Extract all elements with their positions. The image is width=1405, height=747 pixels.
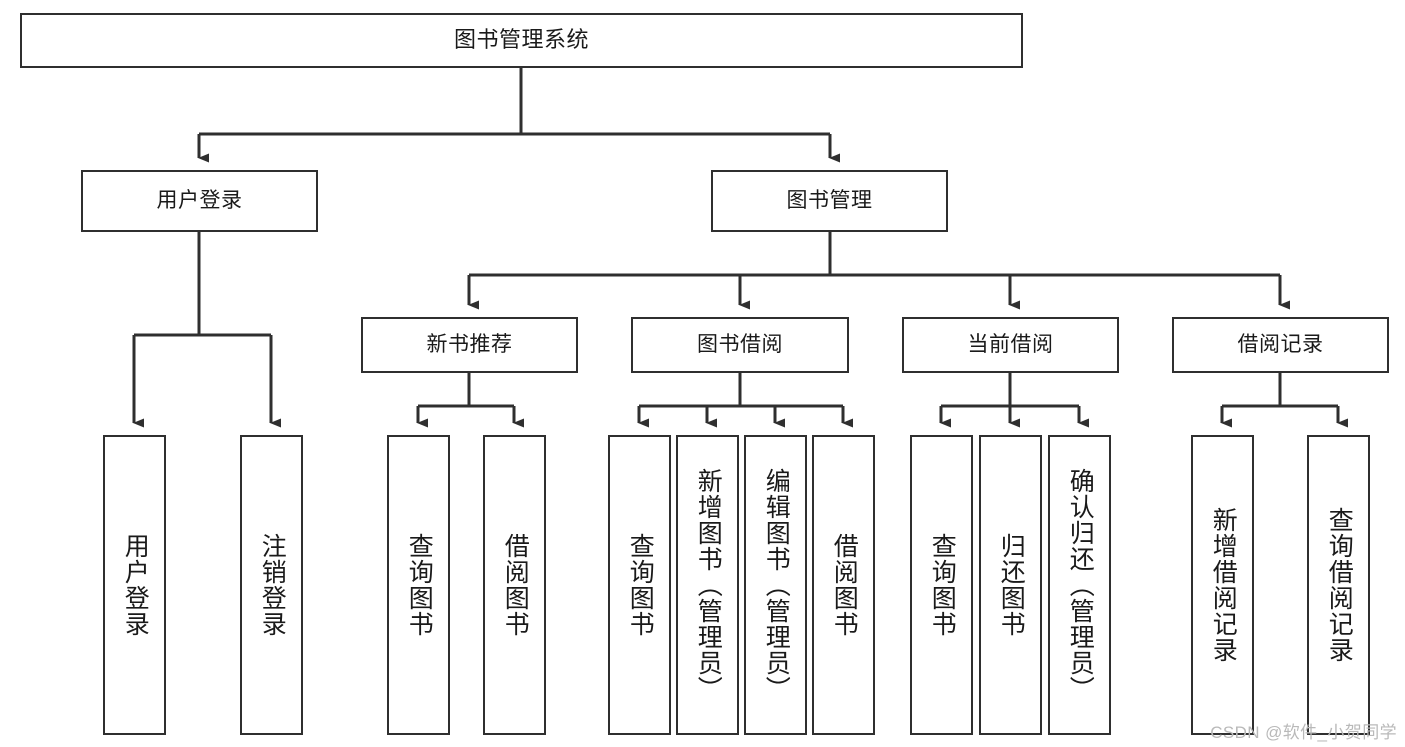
node-leaf-borrow-book-1[interactable]: 借阅图书 bbox=[483, 435, 546, 735]
node-new-book-recommend-label: 新书推荐 bbox=[426, 333, 513, 357]
node-leaf-edit-book[interactable]: 编辑图书（管理员） bbox=[744, 435, 807, 735]
node-user-login[interactable]: 用户登录 bbox=[81, 170, 318, 232]
node-leaf-query-book-3[interactable]: 查询图书 bbox=[910, 435, 973, 735]
node-current-borrow[interactable]: 当前借阅 bbox=[902, 317, 1119, 373]
node-leaf-add-book[interactable]: 新增图书（管理员） bbox=[676, 435, 739, 735]
node-leaf-query-book-1[interactable]: 查询图书 bbox=[387, 435, 450, 735]
node-borrow-record[interactable]: 借阅记录 bbox=[1172, 317, 1389, 373]
node-leaf-add-borrow-record-label: 新增借阅记录 bbox=[1209, 507, 1238, 663]
node-new-book-recommend[interactable]: 新书推荐 bbox=[361, 317, 578, 373]
node-root[interactable]: 图书管理系统 bbox=[20, 13, 1023, 68]
node-leaf-borrow-book-1-label: 借阅图书 bbox=[501, 533, 530, 637]
node-leaf-user-login[interactable]: 用户登录 bbox=[103, 435, 166, 735]
node-book-manage-label: 图书管理 bbox=[786, 189, 873, 213]
node-leaf-confirm-return[interactable]: 确认归还（管理员） bbox=[1048, 435, 1111, 735]
node-leaf-borrow-book-2[interactable]: 借阅图书 bbox=[812, 435, 875, 735]
watermark-text: CSDN @软件_小贺同学 bbox=[1210, 723, 1397, 742]
node-book-borrow-label: 图书借阅 bbox=[697, 333, 783, 357]
node-borrow-record-label: 借阅记录 bbox=[1237, 333, 1324, 357]
node-root-label: 图书管理系统 bbox=[453, 27, 589, 53]
node-leaf-logout-login-label: 注销登录 bbox=[258, 533, 287, 637]
node-leaf-edit-book-label: 编辑图书（管理员） bbox=[762, 468, 791, 702]
node-leaf-query-book-2[interactable]: 查询图书 bbox=[608, 435, 671, 735]
node-leaf-logout-login[interactable]: 注销登录 bbox=[240, 435, 303, 735]
node-current-borrow-label: 当前借阅 bbox=[967, 333, 1054, 357]
node-leaf-add-borrow-record[interactable]: 新增借阅记录 bbox=[1191, 435, 1254, 735]
node-user-login-label: 用户登录 bbox=[156, 189, 243, 213]
node-leaf-query-book-2-label: 查询图书 bbox=[626, 533, 655, 637]
node-leaf-user-login-label: 用户登录 bbox=[121, 533, 150, 637]
node-book-manage[interactable]: 图书管理 bbox=[711, 170, 948, 232]
node-leaf-borrow-book-2-label: 借阅图书 bbox=[830, 533, 859, 637]
node-leaf-confirm-return-label: 确认归还（管理员） bbox=[1066, 468, 1095, 702]
node-leaf-return-book[interactable]: 归还图书 bbox=[979, 435, 1042, 735]
node-leaf-query-borrow-record[interactable]: 查询借阅记录 bbox=[1307, 435, 1370, 735]
node-leaf-query-book-1-label: 查询图书 bbox=[405, 533, 434, 637]
node-book-borrow[interactable]: 图书借阅 bbox=[631, 317, 849, 373]
node-leaf-add-book-label: 新增图书（管理员） bbox=[694, 468, 723, 702]
node-leaf-query-borrow-record-label: 查询借阅记录 bbox=[1325, 507, 1354, 663]
node-leaf-query-book-3-label: 查询图书 bbox=[928, 533, 957, 637]
node-leaf-return-book-label: 归还图书 bbox=[997, 533, 1026, 637]
